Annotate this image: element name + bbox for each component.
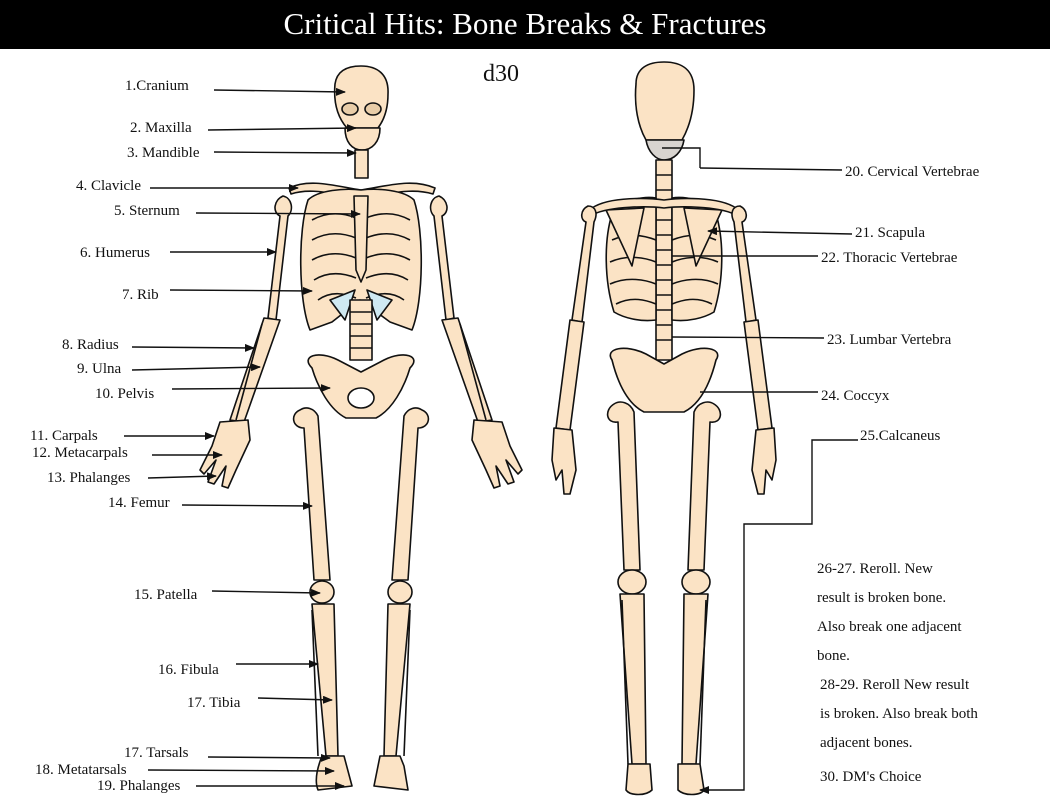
label-rib: 7. Rib (122, 287, 159, 303)
note-line: result is broken bone. (817, 590, 947, 606)
front-skeleton (199, 65, 523, 791)
note-line: 26-27. Reroll. New (817, 561, 933, 577)
page-title: Critical Hits: Bone Breaks & Fractures (0, 0, 1050, 49)
note-line: bone. (817, 648, 850, 664)
label-maxilla: 2. Maxilla (130, 120, 192, 136)
note-reroll-26-27: 26-27. Reroll. New result is broken bone… (817, 555, 962, 671)
label-patella: 15. Patella (134, 587, 198, 603)
label-coccyx: 24. Coccyx (821, 388, 890, 404)
back-pointer-lines (662, 147, 858, 794)
label-thoracic-vertebrae: 22. Thoracic Vertebrae (821, 250, 958, 266)
note-line: 28-29. Reroll New result (820, 677, 970, 693)
label-clavicle: 4. Clavicle (76, 178, 141, 194)
label-ulna: 9. Ulna (77, 361, 122, 377)
back-forearm-left (555, 319, 585, 431)
front-tibia-right (383, 603, 411, 757)
front-sternum (353, 195, 369, 283)
label-carpals: 11. Carpals (30, 428, 98, 444)
label-phalanges-foot: 19. Phalanges (97, 778, 181, 794)
front-patella-left (309, 580, 335, 604)
front-foot-right (373, 755, 409, 791)
back-tibia-left (619, 593, 647, 765)
back-hand-left (551, 427, 577, 495)
label-mandible: 3. Mandible (127, 145, 200, 161)
back-humerus-left (571, 205, 597, 323)
label-pelvis: 10. Pelvis (95, 386, 155, 402)
label-fibula: 16. Fibula (158, 662, 219, 678)
back-skeleton (551, 61, 777, 796)
front-foot-left (315, 755, 353, 791)
label-scapula: 21. Scapula (855, 225, 925, 241)
front-humerus-left (267, 195, 293, 321)
front-mandible (344, 127, 381, 151)
note-line: adjacent bones. (820, 735, 913, 751)
die-label: d30 (483, 61, 519, 87)
front-hand-left (199, 419, 251, 489)
back-femur-left (606, 401, 641, 571)
label-tibia: 17. Tibia (187, 695, 241, 711)
label-tarsals: 17. Tarsals (124, 745, 189, 761)
front-femur-right (391, 407, 430, 581)
label-phalanges-hand: 13. Phalanges (47, 470, 131, 486)
front-forearm-left (229, 317, 281, 423)
back-scapula-left (605, 207, 645, 267)
label-radius: 8. Radius (62, 337, 119, 353)
back-forearm-right (743, 319, 773, 431)
label-humerus: 6. Humerus (80, 245, 150, 261)
note-line: is broken. Also break both (820, 706, 978, 722)
back-humerus-right (731, 205, 757, 323)
back-scapula-right (683, 207, 723, 267)
label-lumbar-vertebra: 23. Lumbar Vertebra (827, 332, 952, 348)
front-femur-left (292, 407, 331, 581)
back-foot-left (625, 763, 653, 796)
label-cervical-vertebrae: 20. Cervical Vertebrae (845, 164, 980, 180)
back-femur-right (687, 401, 722, 571)
label-cranium: 1.Cranium (125, 78, 189, 94)
label-femur: 14. Femur (108, 495, 170, 511)
back-pelvis (609, 347, 719, 413)
front-forearm-right (441, 317, 493, 423)
back-tibia-right (681, 593, 709, 765)
label-sternum: 5. Sternum (114, 203, 180, 219)
front-cranium (333, 65, 389, 129)
back-cranium (634, 61, 695, 141)
note-line: Also break one adjacent (817, 619, 962, 635)
front-pelvis (307, 354, 415, 419)
front-pointer-lines (124, 87, 361, 790)
label-metacarpals: 12. Metacarpals (32, 445, 128, 461)
note-dm-choice: 30. DM's Choice (820, 769, 922, 785)
front-tibia-left (311, 603, 339, 757)
note-reroll-28-29: 28-29. Reroll New result is broken. Also… (820, 671, 978, 758)
front-humerus-right (429, 195, 455, 321)
front-patella-right (387, 580, 413, 604)
label-calcaneus: 25.Calcaneus (860, 428, 941, 444)
back-hand-right (751, 427, 777, 495)
front-hand-right (471, 419, 523, 489)
label-metatarsals: 18. Metatarsals (35, 762, 127, 778)
